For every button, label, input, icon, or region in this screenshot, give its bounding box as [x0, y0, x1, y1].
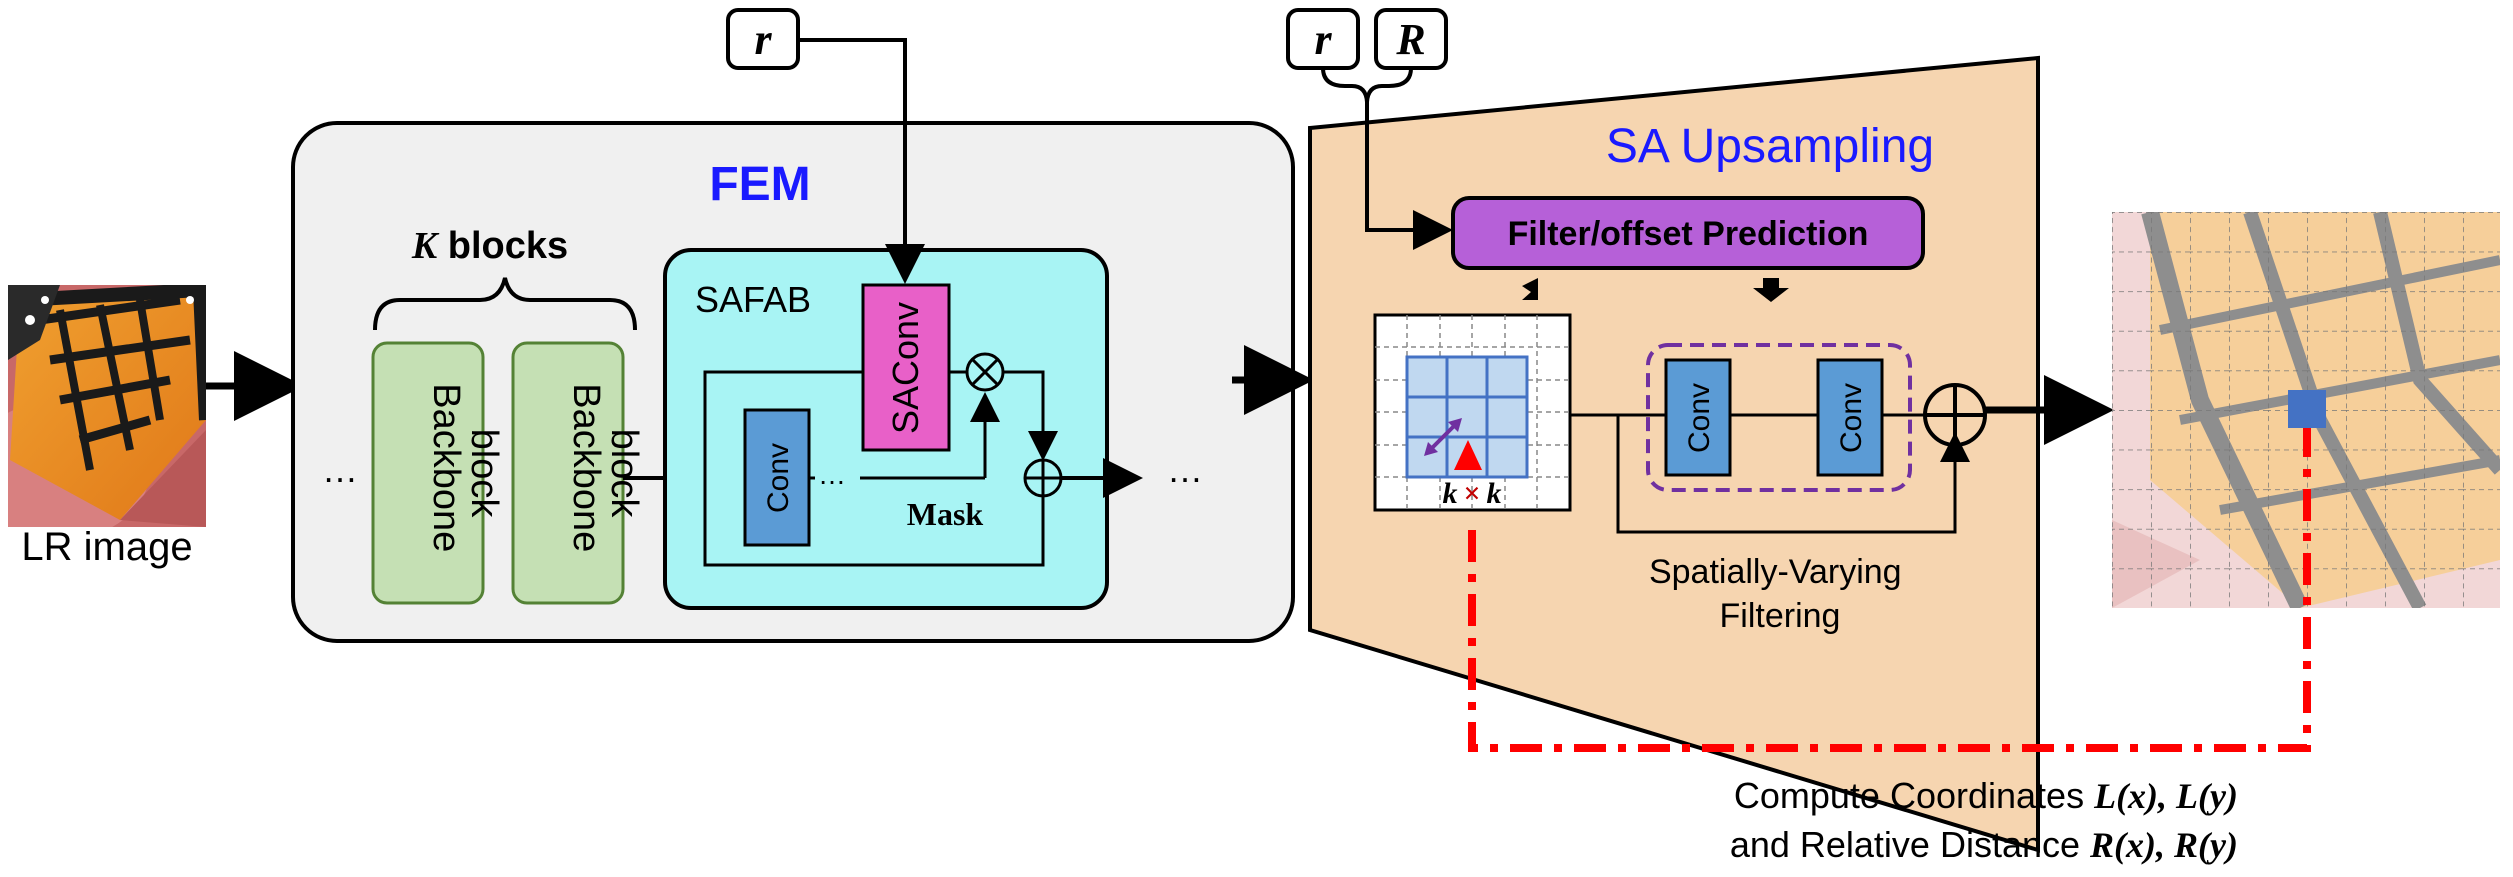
scale-R-input-sa-label: R [1395, 15, 1425, 64]
backbone-block-1-label: Backbone block [425, 383, 505, 563]
safab-dots: … [818, 459, 846, 490]
safab-top-branch [703, 370, 863, 478]
coordinates-caption-line-2-text: and Relative Distance [1730, 824, 2090, 865]
filter-offset-prediction-block [1451, 196, 1925, 270]
prediction-to-filtering-arrow [1753, 278, 1789, 302]
mask-label: Mask [907, 496, 984, 532]
sv-conv-block-2-label: Conv [1835, 383, 1868, 453]
multiply-icon-stroke-2 [970, 357, 1000, 387]
coordinate-mapping-line [1468, 428, 2311, 752]
backbone-block-1-line-1: Backbone [425, 383, 467, 552]
fem-title: FEM [709, 158, 810, 211]
k-blocks-text: blocks [437, 225, 568, 267]
fem-ellipsis-right: … [1167, 449, 1203, 490]
fem-ellipsis-left: … [322, 449, 358, 490]
backbone-block-2-line-1: Backbone [565, 383, 607, 552]
backbone-block-1-line-2: block [463, 429, 505, 519]
kernel-size-label: k×k [1442, 477, 1501, 510]
sa-upsampling-title: SA Upsampling [1606, 120, 1934, 173]
prediction-to-kernel-arrow [1522, 278, 1538, 300]
coordinates-caption-line-2-math: R(x), R(y) [2089, 825, 2238, 865]
query-point-triangle [1454, 440, 1482, 470]
relative-distance-arrow [1424, 418, 1462, 456]
sv-filtering-dashed-box [1646, 343, 1912, 492]
safab-conv-block [743, 408, 811, 547]
k-blocks-label: K blocks [411, 225, 568, 267]
multiply-to-add [1003, 370, 1058, 461]
coordinates-caption-line-1: Compute Coordinates L(x), L(y) [1734, 775, 2238, 816]
safab-title: SAFAB [695, 279, 811, 320]
sv-filtering-caption: Spatially-Varying Filtering [1649, 553, 1911, 635]
coordinates-caption-line-1-text: Compute Coordinates [1734, 775, 2094, 816]
saconv-block [861, 283, 951, 452]
sv-conv-block-1 [1664, 358, 1732, 477]
coordinates-caption-line-2: and Relative Distance R(x), R(y) [1730, 824, 2238, 865]
scale-inputs-brace [1321, 67, 1413, 103]
saconv-label: SAConv [885, 302, 926, 434]
scale-r-input-sa-label: r [1314, 15, 1332, 64]
lr-image-caption: LR image [21, 525, 192, 569]
sv-filtering-caption-line-2: Filtering [1720, 597, 1841, 635]
scale-r-input-fem-label: r [754, 15, 772, 64]
k-blocks-brace [373, 277, 637, 331]
sv-conv-block-1-label: Conv [1683, 383, 1716, 453]
safab-conv-label: Conv [762, 443, 795, 513]
lr-image [8, 285, 206, 527]
backbone-block-2-label: Backbone block [565, 383, 645, 563]
backbone-block-2-line-2: block [603, 429, 645, 519]
sv-filtering-caption-line-1: Spatially-Varying [1649, 553, 1902, 591]
safab-skip-connection [703, 478, 1045, 567]
backbone-block-2 [511, 341, 625, 605]
filtering-skip [1616, 415, 1970, 534]
kernel-size-k-right: k [1487, 477, 1502, 510]
sv-conv-block-2 [1816, 358, 1884, 477]
coordinates-caption-line-1-math: L(x), L(y) [2093, 776, 2238, 816]
k-variable: K [411, 225, 440, 267]
arrow-scale-to-prediction [1365, 102, 1453, 250]
backbone-block-1 [371, 341, 485, 605]
kernel-size-k-left: k [1442, 477, 1457, 510]
kernel-size-times: × [1463, 477, 1480, 510]
arrow-r-to-saconv [798, 38, 925, 284]
hr-query-pixel [2288, 390, 2326, 428]
filter-offset-prediction-label: Filter/offset Prediction [1508, 215, 1869, 253]
